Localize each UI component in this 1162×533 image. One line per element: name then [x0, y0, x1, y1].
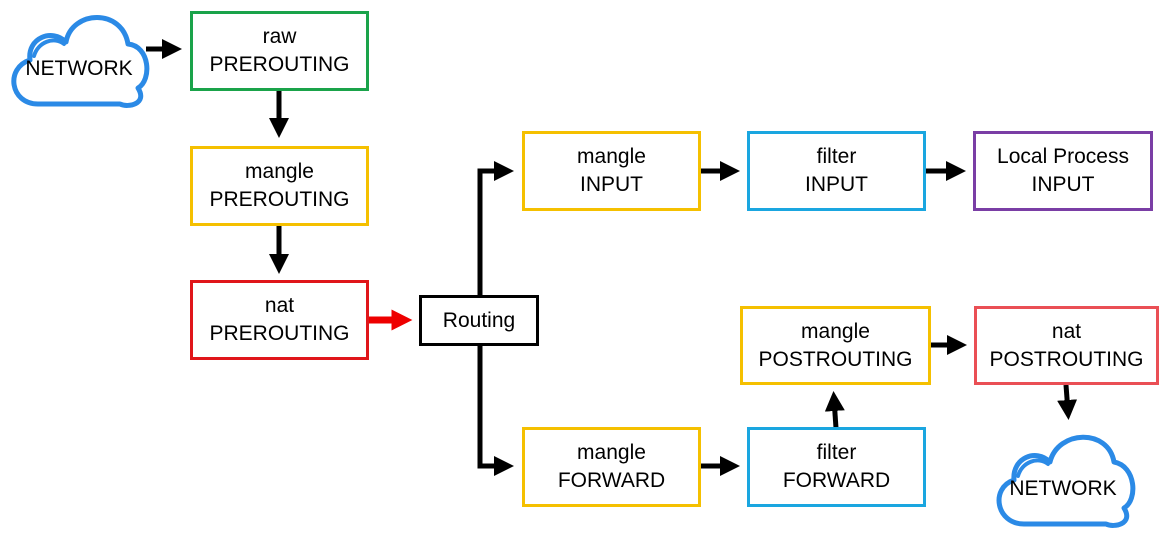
node-table-label: mangle — [577, 145, 646, 168]
arrow-filter-forward-to-mangle-postrouting — [824, 391, 845, 429]
node-table-label: mangle — [801, 319, 870, 343]
node-table-label: Local Process — [997, 145, 1129, 168]
node-mangle-forward: mangle FORWARD — [522, 427, 701, 507]
network-out-label: NETWORK — [1009, 477, 1117, 500]
node-chain-label: FORWARD — [782, 469, 891, 492]
node-chain-label: INPUT — [1031, 173, 1095, 196]
node-table-label: nat — [264, 294, 295, 317]
node-routing: Routing — [419, 295, 539, 346]
node-table-label: mangle — [577, 441, 646, 464]
node-table-label: raw — [262, 25, 297, 48]
node-chain-label: POSTROUTING — [989, 347, 1144, 371]
node-chain-label: POSTROUTING — [758, 347, 913, 371]
arrow-nat-postrouting-to-network — [1057, 384, 1078, 420]
node-filter-input: filter INPUT — [747, 131, 926, 211]
node-nat-postrouting: nat POSTROUTING — [974, 306, 1159, 385]
node-raw-prerouting: raw PREROUTING — [190, 11, 369, 91]
node-table-label: mangle — [245, 160, 314, 183]
node-chain-label: PREROUTING — [209, 322, 350, 345]
node-chain-label: INPUT — [805, 173, 868, 196]
node-table-label: filter — [816, 145, 857, 168]
cloud-icon — [996, 434, 1136, 528]
node-table-label: filter — [816, 441, 857, 464]
node-chain-label: FORWARD — [557, 469, 666, 492]
node-table-label: nat — [1051, 319, 1082, 343]
node-mangle-postrouting: mangle POSTROUTING — [740, 306, 931, 385]
node-mangle-prerouting: mangle PREROUTING — [190, 146, 369, 226]
arrow-routing-to-mangle-forward — [477, 345, 514, 476]
cloud-icon — [11, 15, 150, 108]
node-chain-label: INPUT — [580, 173, 643, 196]
network-in-label: NETWORK — [25, 57, 133, 80]
node-table-label: Routing — [442, 308, 516, 332]
node-mangle-input: mangle INPUT — [522, 131, 701, 211]
node-chain-label: PREROUTING — [209, 188, 350, 211]
arrow-routing-to-mangle-input — [477, 161, 514, 295]
node-local-process-input: Local Process INPUT — [973, 131, 1153, 211]
node-chain-label: PREROUTING — [209, 53, 350, 76]
node-nat-prerouting: nat PREROUTING — [190, 280, 369, 360]
node-filter-forward: filter FORWARD — [747, 427, 926, 507]
